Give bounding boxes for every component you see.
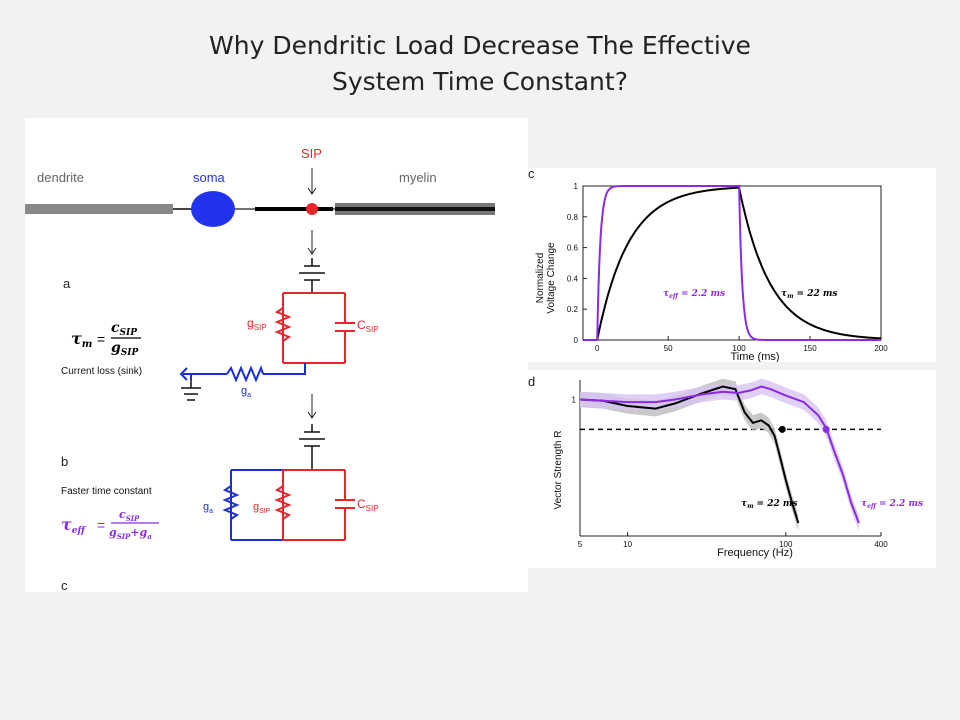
svg-text:τm: τm (71, 329, 92, 350)
arrow-icon (307, 168, 317, 195)
chart-d-ylabel: Vector Strength R (553, 431, 564, 510)
myelin-label: myelin (399, 170, 437, 185)
vector-strength-chart: d Vector Strength R Frequency (Hz) 5 10 10… (528, 374, 923, 559)
sip-dot (306, 203, 318, 215)
series-line-0 (579, 385, 800, 524)
x-tick-label: 400 (874, 540, 888, 549)
tau-eff-equation: τeff = cSIP gSIP+ga (61, 508, 159, 541)
svg-text:cSIP: cSIP (111, 320, 137, 338)
gsip-label-b: gSIP (253, 501, 271, 515)
resistor-icon (222, 485, 240, 520)
circuit-b: ga gSIP CSIP (203, 424, 379, 541)
ground-icon (299, 424, 325, 470)
sip-label: SIP (301, 146, 322, 161)
gsip-label: gSIP (247, 316, 267, 332)
arrowhead-icon (179, 367, 188, 381)
ground-icon (299, 258, 325, 293)
x-tick-label: 150 (803, 344, 817, 353)
csip-label: CSIP (357, 318, 379, 334)
x-tick-label: 10 (623, 540, 632, 549)
neuron-diagram-panel: dendrite soma SIP myelin (25, 118, 528, 593)
crossing-marker-1 (822, 425, 830, 433)
chart-c-panel: c NormalizedVoltage Change Time (ms) 0 50… (523, 166, 936, 363)
chart-c-ylabel: NormalizedVoltage Change (535, 242, 557, 314)
current-loss-label: Current loss (sink) (61, 366, 142, 377)
panel-label-c-left: c (61, 578, 68, 592)
svg-text:τeff: τeff (61, 515, 86, 536)
faster-label: Faster time constant (61, 486, 152, 497)
panel-label-a: a (63, 276, 71, 291)
chart-c-xlabel: Time (ms) (730, 351, 779, 362)
svg-text:cSIP: cSIP (119, 508, 140, 523)
svg-text:gSIP+ga: gSIP+ga (109, 526, 152, 541)
x-tick-label: 50 (664, 344, 673, 353)
slide-title: Why Dendritic Load Decrease The Effectiv… (0, 28, 960, 100)
annotation-tau-eff: τeff = 2.2 ms (663, 289, 725, 300)
resistor-icon (274, 307, 292, 342)
tau-m-equation: τm = cSIP gSIP (71, 320, 141, 358)
svg-text:=: = (97, 331, 105, 347)
svg-text:=: = (97, 517, 105, 533)
series-band-1 (580, 378, 859, 531)
y-tick-label: 1 (572, 396, 577, 405)
series-band-0 (580, 378, 799, 531)
annotation-tau-m: τm = 22 ms (781, 289, 837, 300)
chart-d-panel: d Vector Strength R Frequency (Hz) 5 10 10… (523, 370, 936, 568)
annotation-tau-eff: τeff = 2.2 ms (861, 499, 923, 510)
series-line-1 (579, 385, 860, 524)
ga-label: ga (241, 385, 251, 399)
arrow-icon (307, 394, 317, 419)
arrow-icon (307, 230, 317, 255)
y-tick-label: 0.8 (567, 213, 579, 222)
voltage-chart: c NormalizedVoltage Change Time (ms) 0 50… (528, 166, 888, 363)
x-tick-label: 200 (874, 344, 888, 353)
plot-frame (582, 185, 882, 341)
y-tick-label: 0.4 (567, 274, 579, 283)
ga-label-b: ga (203, 501, 213, 515)
ground-icon (181, 380, 201, 401)
series-line-1 (583, 185, 881, 341)
y-tick-label: 1 (574, 182, 579, 191)
dendrite-label: dendrite (37, 170, 84, 185)
y-tick-label: 0 (574, 336, 579, 345)
title-line-2: System Time Constant? (332, 67, 628, 96)
chart-d-xlabel: Frequency (Hz) (717, 547, 793, 559)
csip-label-b: CSIP (357, 497, 379, 513)
soma-label: soma (193, 170, 226, 185)
y-tick-label: 0.2 (567, 305, 579, 314)
x-tick-label: 5 (578, 540, 583, 549)
chart-c-panel-label: c (528, 168, 535, 181)
crossing-marker-0 (778, 425, 786, 433)
resistor-icon (274, 485, 292, 520)
title-line-1: Why Dendritic Load Decrease The Effectiv… (209, 31, 751, 60)
y-tick-label: 0.6 (567, 244, 579, 253)
svg-text:gSIP: gSIP (111, 340, 139, 358)
annotation-tau-m: τm = 22 ms (741, 499, 797, 510)
x-tick-label: 0 (595, 344, 600, 353)
circuit-a: gSIP CSIP ga (179, 258, 379, 401)
dendrite-bar (25, 204, 173, 214)
resistor-icon (226, 365, 264, 383)
series-line-0 (583, 186, 882, 341)
x-tick-label: 100 (779, 540, 793, 549)
chart-d-panel-label: d (528, 374, 535, 389)
x-tick-label: 100 (732, 344, 746, 353)
neuron-diagram: dendrite soma SIP myelin (25, 146, 495, 593)
panel-label-b: b (61, 454, 68, 469)
soma-circle (191, 191, 235, 227)
